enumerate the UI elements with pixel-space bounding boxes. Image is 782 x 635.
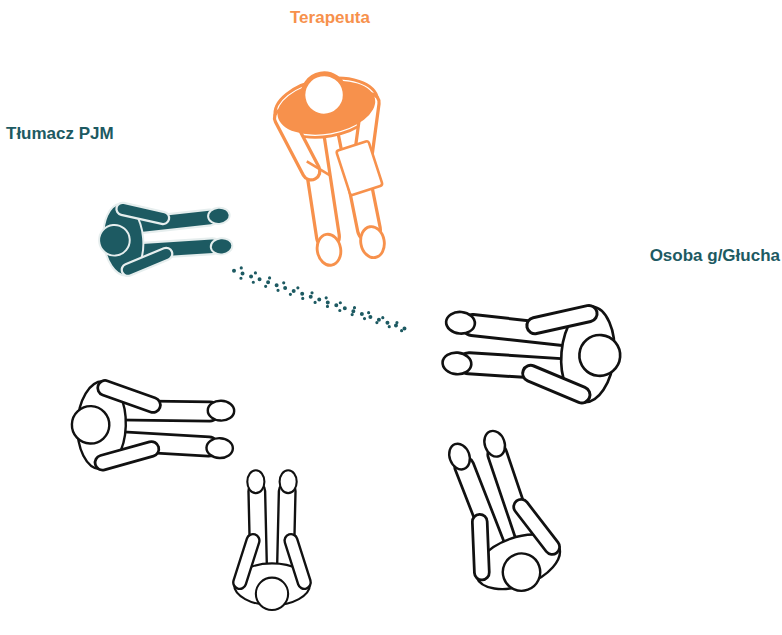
person-label: Terapeuta (290, 8, 370, 28)
therapist-head (301, 72, 348, 119)
signing-line (232, 266, 406, 331)
notepad (336, 141, 383, 196)
pen (307, 158, 331, 180)
labeled-person: Tłumacz PJM (6, 124, 234, 332)
labeled-person: Terapeuta (250, 8, 410, 278)
dotted-connector (232, 275, 404, 331)
interpreter-figure (96, 194, 234, 277)
deaf-person-figure (440, 294, 624, 405)
participant-figure (70, 380, 235, 474)
person-label: Osoba g/Głucha (650, 246, 780, 266)
dotted-connector (236, 266, 406, 326)
participant-figure (431, 423, 569, 605)
person-label: Tłumacz PJM (6, 124, 114, 144)
dotted-connector (234, 271, 405, 329)
labeled-person: Osoba g/Głucha (405, 246, 780, 396)
participant-figure (234, 470, 310, 610)
therapist-figure (269, 64, 405, 270)
